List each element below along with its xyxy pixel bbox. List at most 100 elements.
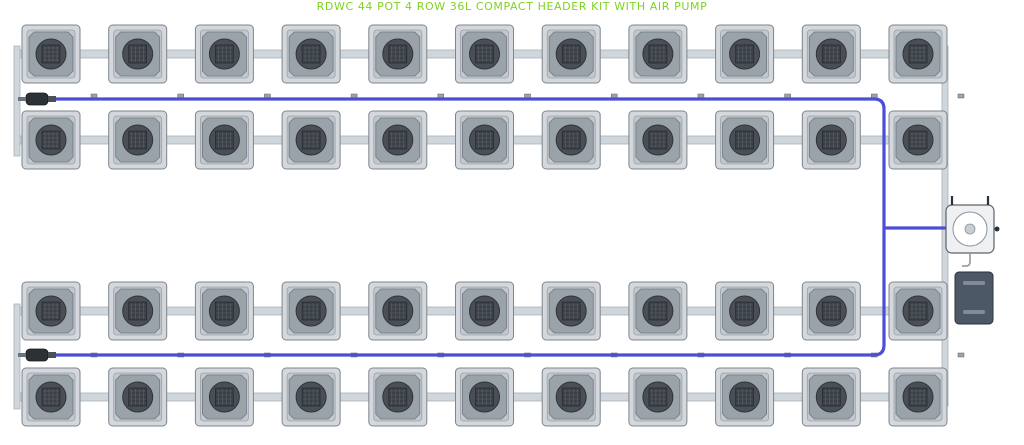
pot-icon: [888, 24, 948, 84]
pot-icon: [368, 24, 428, 84]
diagram-title: RDWC 44 POT 4 ROW 36L COMPACT HEADER KIT…: [316, 0, 708, 13]
pot-icon: [194, 110, 254, 170]
pot-icon: [455, 281, 514, 341]
pot-icon: [455, 24, 514, 84]
pot-basket: [41, 301, 61, 321]
pot-basket: [388, 130, 408, 150]
connector-icon: [18, 92, 56, 106]
pot-icon: [368, 367, 428, 427]
pot-icon: [888, 281, 948, 341]
pot-icon: [21, 281, 81, 341]
pot-icon: [628, 367, 688, 427]
pot-basket: [821, 301, 841, 321]
pot-basket: [648, 301, 668, 321]
pot-icon: [541, 281, 601, 341]
connector-icon: [18, 348, 56, 362]
pot-basket: [561, 44, 581, 64]
pot-basket: [821, 130, 841, 150]
pot-basket: [475, 387, 494, 407]
pot-icon: [715, 110, 775, 170]
pot-icon: [801, 281, 861, 341]
pot-icon: [541, 24, 601, 84]
pot-basket: [908, 44, 928, 64]
pot-icon: [108, 110, 168, 170]
pot-basket: [128, 387, 147, 407]
pot-icon: [541, 367, 601, 427]
pot-basket: [215, 44, 234, 64]
pot-icon: [194, 367, 254, 427]
pot-basket: [301, 387, 321, 407]
pot-basket: [908, 387, 928, 407]
pot-basket: [908, 301, 928, 321]
pot-icon: [715, 367, 775, 427]
pot-basket: [388, 301, 408, 321]
pot-icon: [108, 367, 168, 427]
pot-icon: [801, 367, 861, 427]
pot-basket: [735, 387, 754, 407]
pot-basket: [215, 301, 234, 321]
pot-basket: [128, 301, 147, 321]
pot-basket: [215, 387, 234, 407]
controller-body: [954, 271, 994, 325]
connector-body: [25, 348, 49, 362]
pot-icon: [541, 110, 601, 170]
pot-icon: [715, 281, 775, 341]
pot-icon: [368, 110, 428, 170]
fitting-icon: [957, 352, 965, 358]
controller-icon: [954, 253, 994, 325]
fitting-icon: [957, 93, 965, 99]
pot-basket: [41, 387, 61, 407]
pot-icon: [21, 367, 81, 427]
pot-basket: [561, 301, 581, 321]
pot-icon: [281, 24, 341, 84]
pot-icon: [194, 24, 254, 84]
pot-icon: [801, 24, 861, 84]
air-pump-icon: [945, 196, 1000, 254]
pot-basket: [128, 44, 147, 64]
pot-basket: [301, 44, 321, 64]
pot-icon: [21, 24, 81, 84]
devices: [18, 92, 1000, 362]
air-line-network: [48, 97, 948, 357]
pump-port: [994, 226, 1000, 232]
pot-basket: [821, 387, 841, 407]
connector-tail: [18, 97, 26, 101]
pot-basket: [908, 130, 928, 150]
pot-basket: [821, 44, 841, 64]
connector-tip: [48, 352, 56, 358]
pot-icon: [368, 281, 428, 341]
connector-body: [25, 92, 49, 106]
pot-basket: [561, 130, 581, 150]
pot-icon: [194, 281, 254, 341]
pot-icon: [108, 24, 168, 84]
pot-icon: [281, 110, 341, 170]
pot-basket: [648, 387, 668, 407]
pot-basket: [475, 301, 494, 321]
pot-basket: [475, 130, 494, 150]
connector-tip: [48, 96, 56, 102]
pot-basket: [735, 301, 754, 321]
pot-icon: [455, 110, 514, 170]
pot-basket: [41, 130, 61, 150]
pot-icon: [801, 110, 861, 170]
pot-grid: [21, 24, 948, 427]
pot-basket: [648, 130, 668, 150]
pot-basket: [735, 44, 754, 64]
controller-slot: [963, 310, 985, 314]
pot-basket: [215, 130, 234, 150]
pot-icon: [888, 110, 948, 170]
connector-tail: [18, 353, 26, 357]
pot-basket: [561, 387, 581, 407]
pot-basket: [301, 130, 321, 150]
pot-icon: [888, 367, 948, 427]
pot-icon: [628, 281, 688, 341]
pot-basket: [128, 130, 147, 150]
controller-cable: [962, 253, 971, 267]
pot-basket: [475, 44, 494, 64]
controller-slot: [963, 281, 985, 285]
pot-basket: [301, 301, 321, 321]
pot-basket: [388, 44, 408, 64]
pot-icon: [628, 110, 688, 170]
pot-basket: [41, 44, 61, 64]
